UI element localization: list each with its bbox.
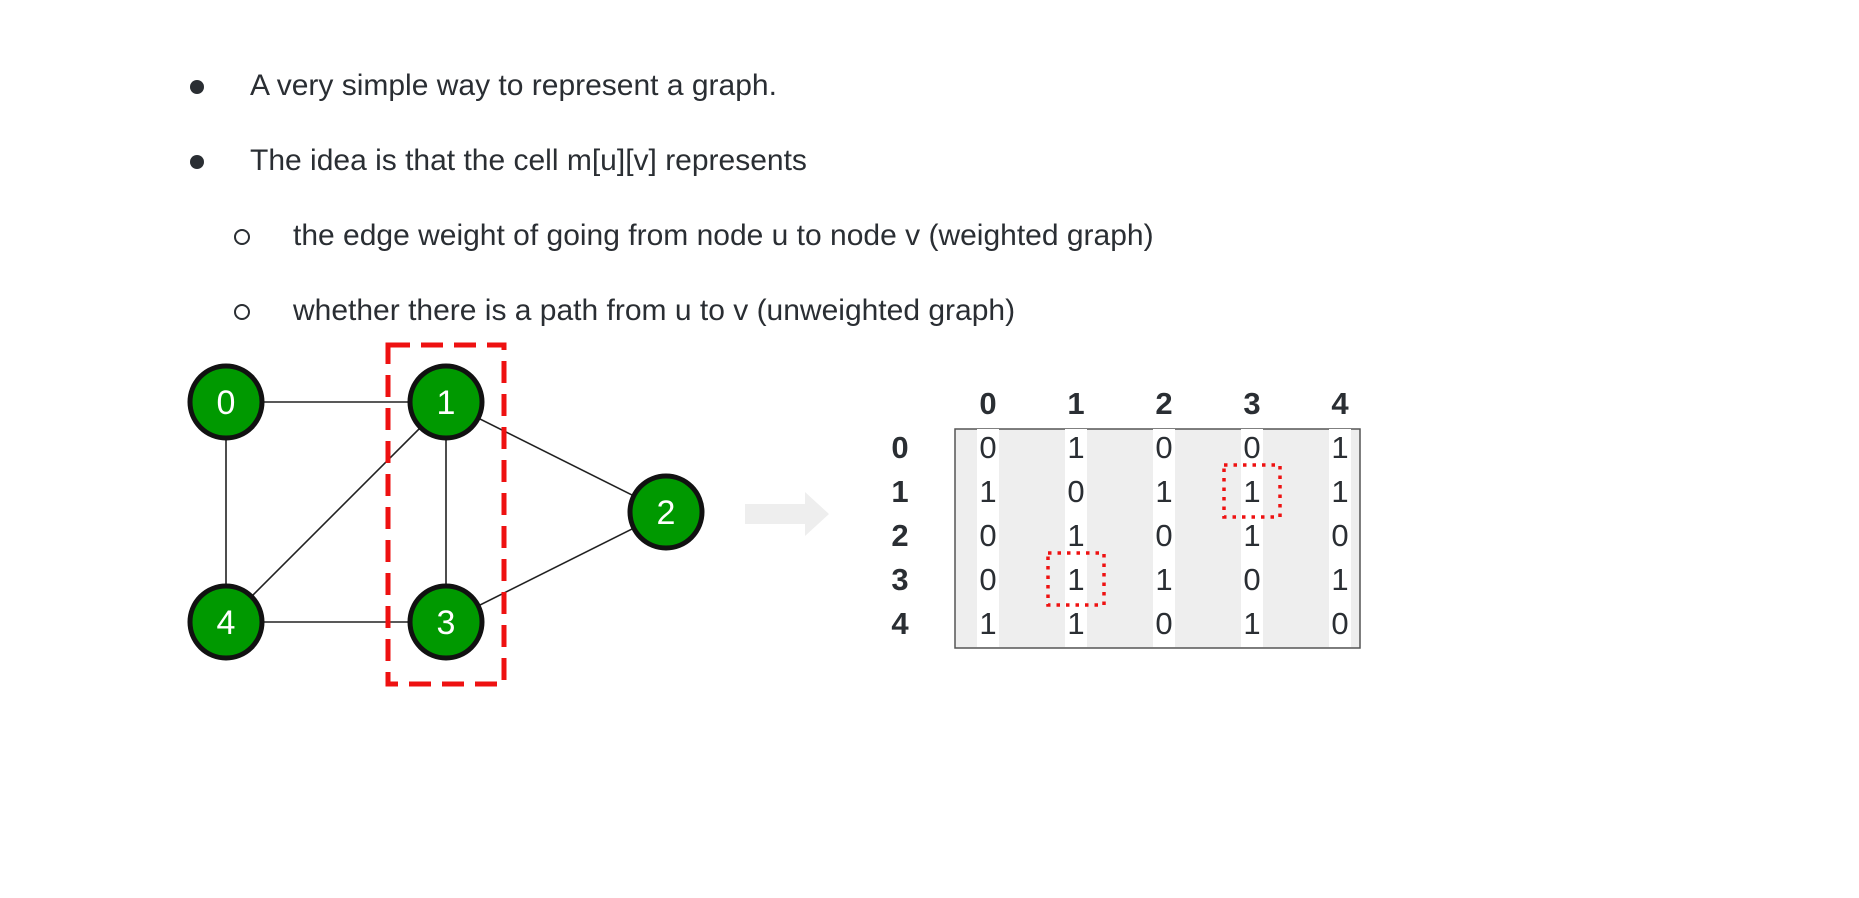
graph-node-3: 3 bbox=[407, 583, 485, 661]
matrix-cell: 0 bbox=[1331, 518, 1348, 553]
matrix-cell: 0 bbox=[1243, 562, 1260, 597]
matrix-col-header: 4 bbox=[1331, 386, 1349, 421]
graph-node-circle bbox=[407, 363, 485, 441]
matrix-cell: 0 bbox=[979, 562, 996, 597]
bullet-item: A very simple way to represent a graph. bbox=[190, 64, 890, 108]
matrix-cell: 0 bbox=[1155, 606, 1172, 641]
bullet-list: A very simple way to represent a graph. … bbox=[0, 0, 1859, 420]
matrix-cell: 1 bbox=[1331, 474, 1348, 509]
matrix-cell: 1 bbox=[1331, 430, 1348, 465]
graph-node-label: 2 bbox=[657, 494, 676, 532]
matrix-col-header: 2 bbox=[1155, 386, 1172, 421]
matrix-row-header: 3 bbox=[891, 562, 908, 597]
matrix-row-header: 2 bbox=[891, 518, 908, 553]
graph-node-label: 1 bbox=[437, 384, 456, 422]
matrix-cell: 1 bbox=[1067, 562, 1084, 597]
sub-bullet-item: the edge weight of going from node u to … bbox=[234, 214, 1234, 258]
graph-edge bbox=[445, 401, 667, 513]
matrix-cell-highlight bbox=[1046, 551, 1106, 607]
matrix-row-header: 0 bbox=[891, 430, 908, 465]
matrix-column-strip bbox=[1065, 429, 1087, 647]
graph-edge bbox=[445, 511, 667, 623]
graph-node-circle bbox=[187, 363, 265, 441]
graph-edge bbox=[225, 401, 447, 623]
graph-node-label: 4 bbox=[217, 604, 236, 642]
graph-node-1: 1 bbox=[407, 363, 485, 441]
matrix-cell: 0 bbox=[1331, 606, 1348, 641]
matrix-cell: 1 bbox=[1243, 606, 1260, 641]
matrix-cell: 1 bbox=[979, 606, 996, 641]
matrix-row-header: 1 bbox=[891, 474, 908, 509]
matrix-row-header: 4 bbox=[891, 606, 909, 641]
matrix-column-strip bbox=[1241, 429, 1263, 647]
bullet-dot-icon bbox=[190, 80, 204, 94]
adjacency-matrix: 0 1 2 3 4 0 1 2 3 4 0 1 0 0 1 1 0 1 1 1 0 1 0 1 0 0 1 1 0 1 1 1 0 1 0 bbox=[891, 386, 1361, 649]
bullet-circle-icon bbox=[234, 304, 250, 320]
matrix-column-strip bbox=[1153, 429, 1175, 647]
matrix-cell: 1 bbox=[1155, 562, 1172, 597]
bullet-text: A very simple way to represent a graph. bbox=[250, 69, 777, 102]
matrix-cell: 0 bbox=[979, 430, 996, 465]
matrix-cell: 1 bbox=[1067, 606, 1084, 641]
matrix-col-header: 1 bbox=[1067, 386, 1084, 421]
matrix-cell: 1 bbox=[1243, 518, 1260, 553]
matrix-cell: 1 bbox=[979, 474, 996, 509]
matrix-cell-highlight bbox=[1222, 463, 1282, 519]
bullet-text: the edge weight of going from node u to … bbox=[293, 219, 1154, 252]
matrix-column-strip bbox=[977, 429, 999, 647]
matrix-cell: 0 bbox=[1067, 474, 1084, 509]
graph-node-4: 4 bbox=[187, 583, 265, 661]
graph-node-circle bbox=[627, 473, 705, 551]
graph-node-label: 0 bbox=[217, 384, 236, 422]
matrix-cell: 0 bbox=[979, 518, 996, 553]
matrix-cell: 0 bbox=[1155, 518, 1172, 553]
matrix-cell: 1 bbox=[1067, 430, 1084, 465]
highlight-dashed-box bbox=[385, 342, 507, 687]
arrow-icon bbox=[745, 492, 829, 536]
graph-node-0: 0 bbox=[187, 363, 265, 441]
matrix-cell: 1 bbox=[1243, 474, 1260, 509]
matrix-cell: 1 bbox=[1331, 562, 1348, 597]
graph-nodes: 0 1 2 3 4 bbox=[187, 363, 705, 661]
bullet-item: The idea is that the cell m[u][v] repres… bbox=[190, 139, 990, 183]
matrix-cell: 0 bbox=[1155, 430, 1172, 465]
matrix-col-header: 0 bbox=[979, 386, 996, 421]
bullet-text: The idea is that the cell m[u][v] repres… bbox=[250, 144, 807, 177]
bullet-circle-icon bbox=[234, 229, 250, 245]
graph-node-circle bbox=[187, 583, 265, 661]
sub-bullet-item: whether there is a path from u to v (unw… bbox=[234, 289, 1134, 333]
matrix-col-header: 3 bbox=[1243, 386, 1260, 421]
graph-node-label: 3 bbox=[437, 604, 456, 642]
matrix-cell: 1 bbox=[1155, 474, 1172, 509]
bullet-dot-icon bbox=[190, 155, 204, 169]
matrix-column-strip bbox=[1329, 429, 1351, 647]
matrix-cell: 1 bbox=[1067, 518, 1084, 553]
bullet-text: whether there is a path from u to v (unw… bbox=[293, 294, 1016, 327]
graph-node-circle bbox=[407, 583, 485, 661]
highlight-box bbox=[385, 342, 507, 687]
matrix-cell: 0 bbox=[1243, 430, 1260, 465]
graph-node-2: 2 bbox=[627, 473, 705, 551]
